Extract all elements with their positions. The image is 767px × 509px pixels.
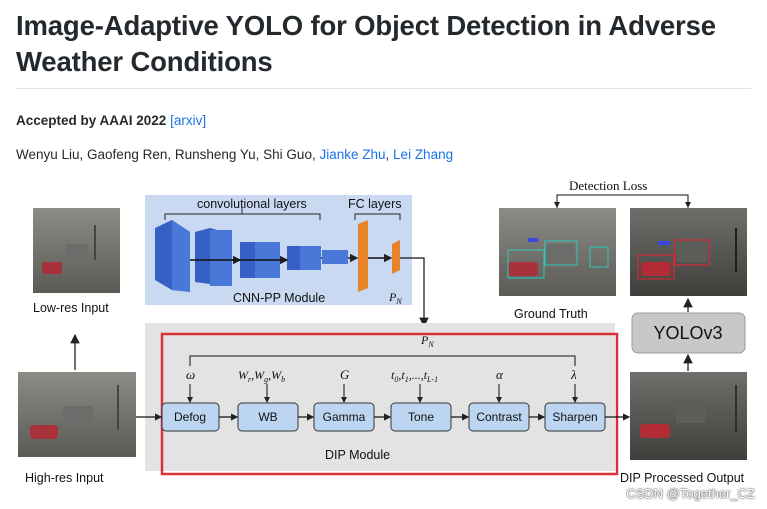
author-link-lei-zhang[interactable]: Lei Zhang	[393, 147, 454, 162]
fc-block-1	[358, 220, 368, 292]
dip-module-red-border	[160, 332, 619, 476]
fc-layers-label: FC layers	[348, 197, 401, 211]
accepted-line: Accepted by AAAI 2022 [arxiv]	[16, 113, 206, 128]
conv-block-4	[287, 246, 321, 270]
filter-sharpen-label: Sharpen	[552, 410, 597, 424]
conv-block-5	[322, 250, 348, 264]
authors-line: Wenyu Liu, Gaofeng Ren, Runsheng Yu, Shi…	[16, 147, 453, 162]
low-res-input-label: Low-res Input	[33, 301, 109, 315]
param-lambda: λ	[570, 367, 577, 382]
title-divider	[16, 88, 751, 89]
author-link-jianke-zhu[interactable]: Jianke Zhu	[319, 147, 386, 162]
arxiv-link[interactable]: [arxiv]	[170, 113, 207, 128]
low-res-input-image	[33, 208, 120, 293]
conv-block-1	[155, 220, 190, 292]
authors-plain: Wenyu Liu, Gaofeng Ren, Runsheng Yu, Shi…	[16, 147, 316, 162]
filter-tone-label: Tone	[408, 410, 434, 424]
accepted-text: Accepted by AAAI 2022	[16, 113, 167, 128]
ground-truth-image	[499, 208, 616, 296]
high-res-input-label: High-res Input	[25, 471, 104, 485]
param-wb: Wr,Wg,Wb	[238, 368, 285, 384]
conv-block-2	[195, 228, 232, 286]
param-t: t0,t1,...,tL-1	[391, 368, 438, 384]
dip-module-label: DIP Module	[325, 448, 390, 462]
conv-layers-label: convolutional layers	[197, 197, 307, 211]
fc-block-2	[392, 240, 400, 274]
cnn-pp-module-label: CNN-PP Module	[233, 291, 325, 305]
yolov3-label: YOLOv3	[653, 323, 722, 343]
page-title: Image-Adaptive YOLO for Object Detection…	[16, 10, 716, 77]
filter-wb-label: WB	[258, 410, 277, 424]
param-g: G	[340, 367, 350, 382]
detection-result-image	[630, 208, 747, 296]
high-res-input-image	[18, 372, 136, 457]
filter-defog-label: Defog	[174, 410, 206, 424]
csdn-watermark: CSDN @Together_CZ	[626, 486, 755, 501]
detection-loss-label: Detection Loss	[569, 178, 647, 193]
param-alpha: α	[496, 367, 504, 382]
filter-contrast-label: Contrast	[476, 410, 522, 424]
dip-processed-output-label: DIP Processed Output	[620, 471, 745, 485]
filter-gamma-label: Gamma	[323, 410, 366, 424]
dip-processed-output-image	[630, 372, 747, 460]
dip-area-background	[145, 323, 615, 471]
yolov3-box	[631, 312, 746, 354]
pn-label-dip: PN	[420, 333, 434, 349]
pn-label-top: PN	[388, 290, 402, 306]
param-omega: ω	[186, 367, 195, 382]
author-separator: ,	[385, 147, 390, 162]
ground-truth-label: Ground Truth	[514, 307, 588, 321]
